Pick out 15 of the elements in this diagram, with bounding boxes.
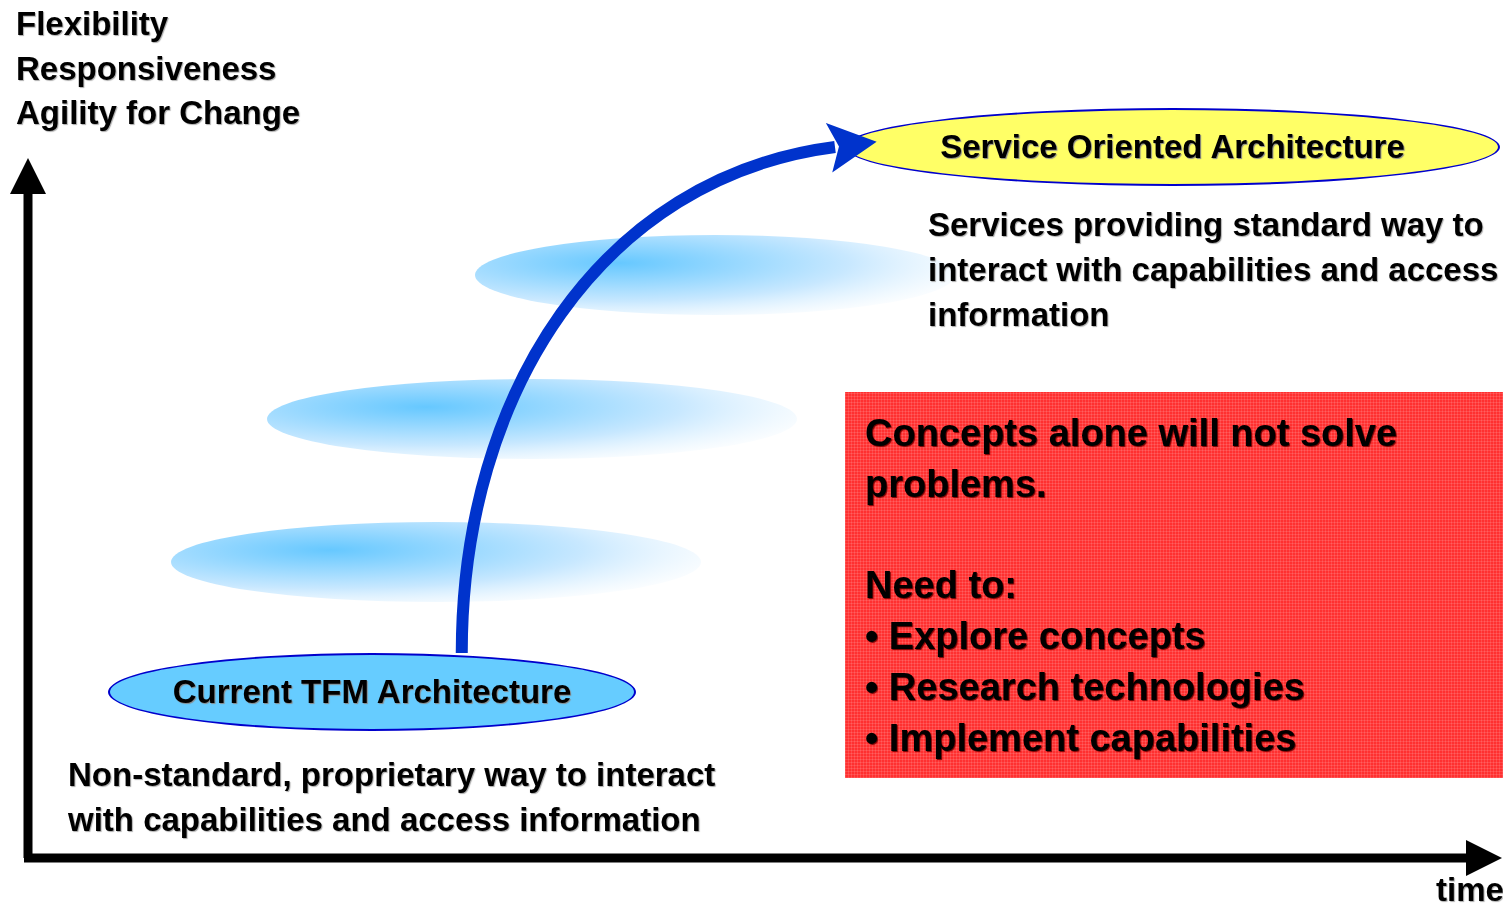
bullet-item: • Research technologies [865,665,1306,710]
axis-title: Flexibility [16,4,169,44]
description-text: Services providing standard way to interact with capabilities and access information [928,205,1500,335]
note-text: Concepts alone will not solve problems. [865,411,1399,507]
axis-title: Agility for Change [16,93,301,133]
bullet-item: • Explore concepts [865,614,1207,659]
description-text: Non-standard, proprietary way to interact with capabilities and access information [68,755,717,840]
node-title: Service Oriented Architecture [940,128,1405,166]
curved-arrow [455,123,877,654]
axis-title: Responsiveness [16,49,277,89]
note-text: Need to: [865,563,1018,608]
axis-label: time [1436,870,1503,906]
bullet-item: • Implement capabilities [865,716,1298,761]
note-box [845,392,1503,778]
node-title: Current TFM Architecture [172,673,572,711]
